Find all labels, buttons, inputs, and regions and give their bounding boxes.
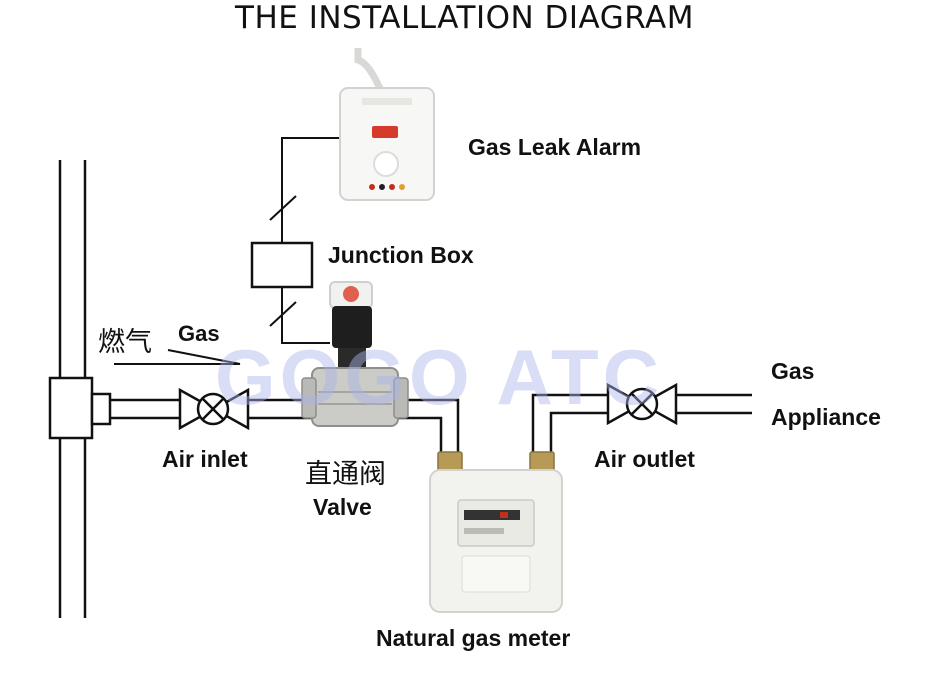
label-air-inlet: Air inlet [162,446,248,472]
junction-box [250,241,314,289]
label-valve-chinese: 直通阀 [305,459,386,490]
label-air-outlet: Air outlet [594,446,695,472]
label-gas-chinese: 燃气 [98,327,152,358]
tee-joint [48,376,94,440]
label-appliance: Appliance [771,404,881,430]
label-junction-box: Junction Box [328,242,474,268]
label-valve: Valve [313,494,372,520]
gas-leak-alarm [339,48,435,201]
label-natural-gas-meter: Natural gas meter [376,625,571,651]
air-outlet-valve [606,382,678,426]
gas-meter [429,451,563,613]
label-appliance-gas: Gas [771,358,815,384]
air-inlet-valve [178,387,250,431]
label-gas: Gas [178,321,220,346]
solenoid-valve [301,281,409,427]
diagram-title: THE INSTALLATION DIAGRAM [235,0,694,36]
watermark: GOGO ATC [215,333,663,421]
tee-joint-stub [90,392,112,426]
label-gas-leak-alarm: Gas Leak Alarm [468,134,642,160]
